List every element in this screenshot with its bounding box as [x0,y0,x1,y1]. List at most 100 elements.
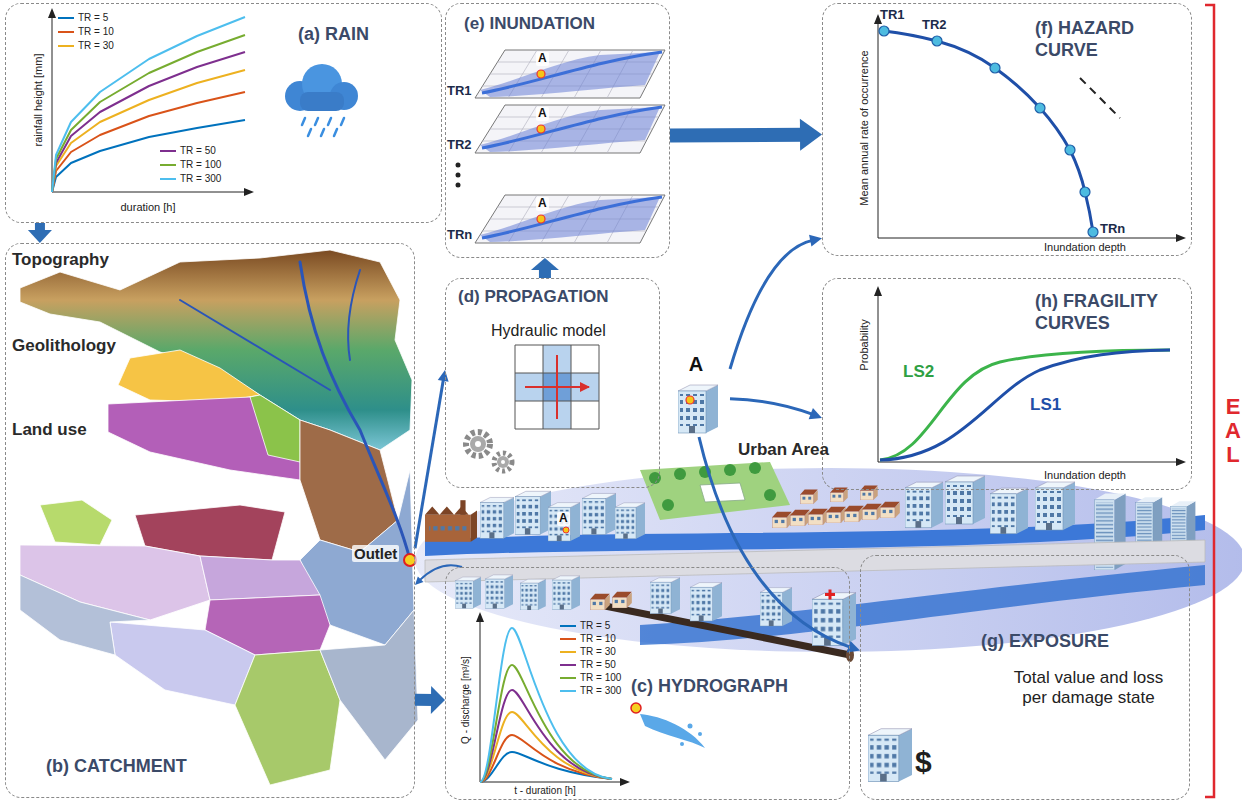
panel-heading: (e) INUNDATION [464,14,595,34]
legend-swatch [560,664,576,667]
legend-swatch [560,690,576,693]
arrow-head [847,641,860,652]
urban-area [764,489,776,501]
connector [531,258,559,278]
legend-entry: TR = 100 [560,672,621,684]
urban-area [749,462,761,474]
fragility-chart [880,350,1170,460]
urban-area [552,576,580,610]
connector [670,119,822,151]
urban-area [563,527,569,533]
catchment-river [180,262,410,560]
legend-entry: TR = 300 [160,173,221,185]
legend-swatch [58,17,74,20]
gears [501,460,505,464]
building-node: A [668,352,730,437]
water-splash [640,714,705,748]
eal-bracket [1205,5,1214,797]
panel-heading: A [668,352,724,376]
urban-area [880,502,900,518]
urban-area [415,468,1242,652]
connector [28,223,52,243]
urban-area [455,577,481,608]
gears [470,436,486,452]
map-layer-label: Geolithology [12,336,116,356]
legend-swatch [58,45,74,48]
axis-label: Q - discharge [m³/s] [460,656,472,744]
catchment-river [180,300,330,390]
axis-label: Inundation depth [1044,469,1126,482]
arrow-head [28,230,52,243]
panel-heading: (c) HYDROGRAPH [631,676,788,698]
bracket-label: EAL [1222,395,1242,468]
inundation-layers [456,50,666,243]
rain-chart [52,12,248,192]
urban-area [650,578,680,614]
outlet-label: Outlet [352,545,399,562]
axis-label: duration [h] [120,201,175,214]
hydrograph-chart [476,612,484,622]
panel-heading: (g) EXPOSURE [981,631,1109,653]
connector-line [730,240,813,369]
urban-area [590,594,610,610]
urban-area [905,482,943,528]
urban-area [612,592,632,608]
hydrograph-chart [476,612,630,786]
panel-heading: (f) HAZARD CURVE [1035,18,1157,61]
gears [466,432,512,471]
legend-text: TR = 10 [580,633,616,645]
gears [466,432,490,456]
site-label: A [536,107,549,121]
arrow-head [809,408,822,419]
hazard-chart [1035,103,1045,113]
inundation-layers [475,50,665,98]
gears [497,456,509,468]
urban-area [790,510,810,526]
catchment-map [118,350,260,402]
arrow-head [415,576,423,584]
building-a-icon [678,385,718,433]
fragility-chart [874,286,882,296]
water-splash [688,724,693,729]
connector [699,437,860,652]
gears [475,441,481,447]
hazard-chart [932,36,942,46]
currency-symbol: $ [915,745,932,780]
axis-label: Mean annual rate of occurrence [858,50,871,205]
rain-chart [52,70,245,192]
map-layer-label: Topography [12,250,109,270]
legend-entry: TR = 5 [560,620,610,632]
exposure-icon [868,729,912,782]
urban-area [674,468,686,480]
catchment-river [300,262,410,560]
legend-text: TR = 30 [78,40,114,52]
legend-entry: TR = 10 [58,26,114,38]
urban-area [826,507,846,523]
hydraulic-grid [525,355,589,419]
return-period-label: TRn [1100,222,1125,237]
hazard-chart [874,14,1186,242]
rain-chart [52,17,245,192]
hazard-chart [1080,187,1090,197]
urban-area [582,493,616,534]
catchment-map [235,650,340,785]
rain-cloud [285,64,358,136]
legend-entry: TR = 30 [560,646,616,658]
rain-cloud [300,92,344,111]
catchment-map [110,622,255,705]
legend-text: TR = 5 [580,620,610,632]
panel-box: (d) PROPAGATIONHydraulic model [445,278,660,488]
legend-entry: TR = 30 [58,40,114,52]
curve-label: LS2 [903,362,934,382]
return-period-label: TR2 [922,18,947,33]
water-splash [680,742,684,746]
connector [415,370,449,548]
legend-swatch [160,178,176,181]
urban-area [425,540,1205,582]
hazard-chart [1065,145,1075,155]
urban-area [515,491,551,534]
arrow-head [431,686,445,714]
inundation-layers [475,105,665,153]
legend-swatch [58,31,74,34]
urban-area [485,575,513,609]
